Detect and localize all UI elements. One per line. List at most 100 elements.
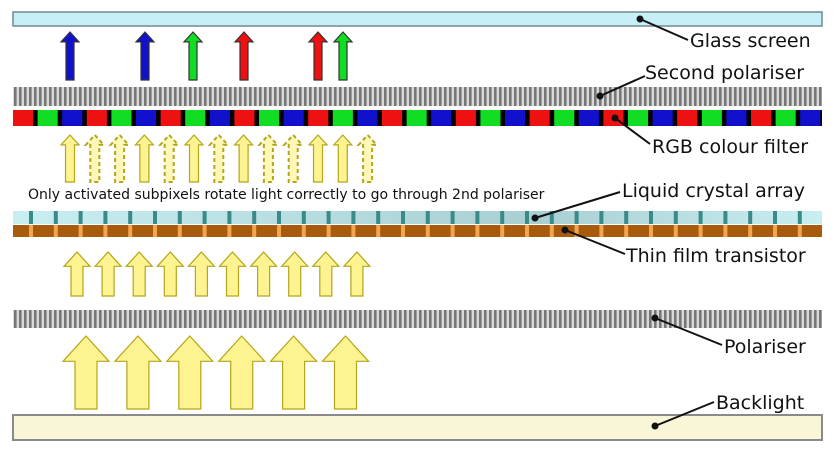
second-polariser-layer-stripe: [214, 87, 217, 106]
backlight-arrow: [113, 335, 163, 410]
second-polariser-layer-stripe: [99, 87, 102, 106]
tft-transistor: [277, 225, 281, 237]
tft-transistor: [351, 225, 356, 237]
tft-transistor: [450, 225, 455, 237]
second-polariser-layer-stripe: [49, 87, 52, 106]
tft-transistor: [103, 225, 108, 237]
tft-transistor: [401, 225, 405, 237]
second-polariser-layer-stripe: [484, 87, 487, 106]
polariser-layer-stripe: [59, 310, 62, 328]
second-polariser-layer-stripe: [269, 87, 272, 106]
polarised-light-arrow: [218, 251, 247, 297]
second-polariser-layer-stripe: [314, 87, 317, 106]
lc-cell-divider: [376, 211, 381, 224]
second-polariser-layer-stripe: [814, 87, 817, 106]
output-arrow-red: [233, 31, 255, 81]
second-polariser-layer-stripe: [769, 87, 772, 106]
lc-cell-divider: [574, 211, 579, 224]
polariser-layer-stripe: [604, 310, 607, 328]
filter-subpixel-blue: [431, 110, 452, 126]
polariser-layer-stripe: [439, 310, 442, 328]
second-polariser-layer-stripe: [504, 87, 507, 106]
second-polariser-layer-stripe: [409, 87, 412, 106]
filter-subpixel-green: [37, 110, 58, 126]
second-polariser-layer-stripe: [689, 87, 692, 106]
polariser-layer-stripe: [114, 310, 117, 328]
tft-transistor: [673, 225, 678, 237]
second-polariser-layer-stripe: [519, 87, 522, 106]
second-polariser-layer-stripe: [104, 87, 107, 106]
polariser-layer-stripe: [14, 310, 17, 328]
filter-subpixel-red: [86, 110, 107, 126]
polariser-layer-stripe: [804, 310, 807, 328]
polariser-layer-stripe: [529, 310, 532, 328]
tft-transistor: [574, 225, 579, 237]
tft-transistor: [773, 225, 777, 237]
leader-dot: [611, 114, 619, 122]
second-polariser-layer-stripe: [639, 87, 642, 106]
polariser-layer-stripe: [249, 310, 252, 328]
second-polariser-layer-stripe: [544, 87, 547, 106]
second-polariser-layer-stripe: [169, 87, 172, 106]
leader-line: [534, 191, 621, 219]
second-polariser-layer-stripe: [429, 87, 432, 106]
second-polariser-layer-stripe: [324, 87, 327, 106]
second-polariser-layer-stripe: [464, 87, 467, 106]
label-second-polariser: Second polariser: [645, 62, 805, 84]
second-polariser-layer-stripe: [284, 87, 287, 106]
leader-dot: [651, 314, 659, 322]
polariser-layer-stripe: [349, 310, 352, 328]
second-polariser-layer-stripe: [459, 87, 462, 106]
second-polariser-layer-stripe: [414, 87, 417, 106]
lc-cell-divider: [103, 211, 108, 224]
second-polariser-layer-stripe: [34, 87, 37, 106]
filter-subpixel-blue: [209, 110, 230, 126]
polariser-layer-stripe: [214, 310, 217, 328]
polariser-layer-stripe: [394, 310, 397, 328]
lc-cell-divider: [326, 211, 331, 224]
lc-cell-divider: [549, 211, 554, 224]
polariser-layer-stripe: [179, 310, 182, 328]
tft-transistor: [128, 225, 133, 237]
second-polariser-layer-stripe: [129, 87, 132, 106]
second-polariser-layer-stripe: [524, 87, 527, 106]
filter-subpixel-blue: [62, 110, 83, 126]
tft-transistor: [326, 225, 331, 237]
filter-subpixel-red: [455, 110, 476, 126]
second-polariser-layer-stripe: [549, 87, 552, 106]
tft-transistor: [202, 225, 207, 237]
polariser-layer-stripe: [329, 310, 332, 328]
filter-subpixel-green: [259, 110, 280, 126]
second-polariser-layer-stripe: [154, 87, 157, 106]
polariser-layer-stripe: [164, 310, 167, 328]
second-polariser-layer-stripe: [29, 87, 32, 106]
polariser-layer-stripe: [779, 310, 782, 328]
second-polariser-layer-stripe: [609, 87, 612, 106]
second-polariser-layer-stripe: [534, 87, 537, 106]
second-polariser-layer-stripe: [444, 87, 447, 106]
label-rgb-filter: RGB colour filter: [652, 136, 809, 158]
lc-cell-divider: [673, 211, 678, 224]
polariser-layer-stripe: [149, 310, 152, 328]
polariser-layer-stripe: [699, 310, 702, 328]
subpixel-arrow-on: [332, 134, 354, 183]
filter-subpixel-red: [677, 110, 698, 126]
backlight-arrow: [269, 335, 318, 410]
second-polariser-layer-stripe: [539, 87, 542, 106]
second-polariser-layer-stripe: [259, 87, 262, 106]
second-polariser-layer-stripe: [384, 87, 387, 106]
lc-cell-divider: [624, 211, 629, 224]
lc-cell-divider: [252, 211, 257, 224]
filter-subpixel-red: [529, 110, 550, 126]
glass-screen-layer: [12, 11, 823, 27]
second-polariser-layer-stripe: [344, 87, 347, 106]
filter-subpixel-red: [13, 110, 34, 126]
second-polariser-layer-stripe: [114, 87, 117, 106]
polariser-layer-stripe: [749, 310, 752, 328]
tft-transistor: [723, 225, 728, 237]
subpixel-arrow-on: [233, 134, 254, 183]
polariser-layer-stripe: [544, 310, 547, 328]
polariser-layer-stripe: [264, 310, 267, 328]
second-polariser-layer-stripe: [149, 87, 152, 106]
polariser-layer-stripe: [234, 310, 237, 328]
